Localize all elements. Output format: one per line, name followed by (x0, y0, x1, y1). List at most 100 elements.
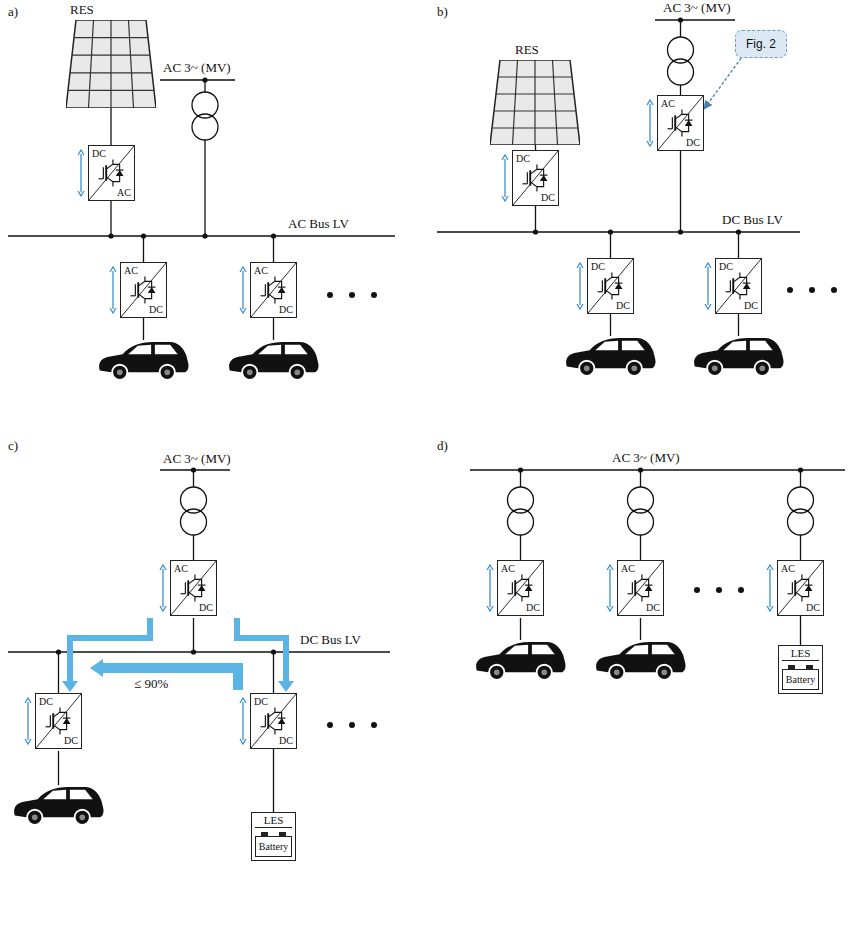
diagram-label: DC Bus LV (722, 212, 783, 227)
power-direction-arrow (489, 569, 490, 607)
converter-box: AC DC (120, 262, 167, 318)
power-direction-arrow (769, 569, 770, 607)
port-label: DC (516, 153, 530, 164)
connector (800, 616, 801, 645)
port-label: AC (661, 98, 675, 109)
converter-box: ACDC (777, 560, 824, 616)
arrowhead (705, 263, 711, 268)
power-direction-arrow (707, 267, 708, 305)
diagram-label: d) (437, 438, 448, 453)
converter-box: DC DC (250, 693, 297, 749)
arrowhead (110, 267, 116, 272)
power-direction-arrow (609, 569, 610, 607)
port-label: AC (117, 187, 131, 198)
power-direction-arrow (579, 267, 580, 305)
port-label: DC (541, 192, 555, 203)
power-direction-arrow (242, 702, 243, 740)
power-direction-arrow (242, 271, 243, 309)
diagram-label: RES (70, 2, 94, 17)
diagram-label: a) (8, 4, 18, 19)
port-label: DC (616, 300, 630, 311)
port-label: DC (719, 261, 733, 272)
diagram-label: AC 3~ (MV) (163, 451, 231, 466)
port-label: DC (279, 304, 293, 315)
port-label: DC (39, 696, 53, 707)
arrowhead (110, 308, 116, 313)
diagram-label: ≤ 90% (134, 676, 168, 691)
battery-label: Battery (255, 836, 292, 857)
converter-box: DC DC (587, 258, 634, 314)
port-label: DC (526, 602, 540, 613)
connector (273, 749, 274, 812)
callout-box: Fig. 2 (735, 30, 787, 58)
arrowhead (577, 263, 583, 268)
battery-text: Battery (259, 841, 288, 852)
diagram-label: AC Bus LV (288, 216, 349, 231)
arrowhead (240, 308, 246, 313)
arrowhead (78, 191, 84, 196)
port-label: DC (64, 735, 78, 746)
converter-box: ACDC (657, 95, 704, 151)
converter-box: DC DC (35, 693, 82, 749)
port-label: DC (254, 696, 268, 707)
storage-heading: LES (255, 813, 292, 828)
callout-text: Fig. 2 (746, 37, 776, 51)
connector (704, 58, 741, 109)
arrowhead (607, 565, 613, 570)
converter-box: DCAC (88, 145, 135, 201)
battery-terminal (788, 665, 795, 669)
storage-box: LES Battery (251, 812, 296, 861)
arrowhead (767, 565, 773, 570)
diagram-label: AC 3~ (MV) (612, 450, 680, 465)
diagram-label: b) (437, 4, 448, 19)
arrowhead (240, 267, 246, 272)
arrowhead (78, 150, 84, 155)
port-label: DC (199, 602, 213, 613)
arrowhead (25, 698, 31, 703)
converter-box: DC DC (715, 258, 762, 314)
arrowhead (705, 304, 711, 309)
diagram-label: c) (8, 438, 18, 453)
port-label: AC (254, 265, 268, 276)
port-label: AC (781, 563, 795, 574)
arrowhead (25, 739, 31, 744)
battery-terminal (261, 832, 268, 836)
power-direction-arrow (27, 702, 28, 740)
port-label: DC (279, 735, 293, 746)
battery-terminal (279, 832, 286, 836)
storage-box: LES Battery (778, 645, 823, 694)
battery-text: Battery (786, 674, 815, 685)
power-direction-arrow (504, 159, 505, 197)
port-label: DC (591, 261, 605, 272)
arrowhead (240, 698, 246, 703)
converter-box: AC DC (250, 262, 297, 318)
diagram-label: DC Bus LV (300, 632, 361, 647)
converter-box: AC DC (497, 560, 544, 616)
power-direction-arrow (162, 569, 163, 607)
arrowhead (647, 100, 653, 105)
storage-heading: LES (782, 646, 819, 661)
arrowhead (160, 606, 166, 611)
diagram-label: RES (515, 42, 539, 57)
diagram-label: AC 3~ (MV) (163, 60, 231, 75)
arrowhead (607, 606, 613, 611)
arrowhead (647, 141, 653, 146)
converter-box: DC DC (512, 150, 559, 206)
power-direction-arrow (649, 104, 650, 142)
arrowhead (502, 196, 508, 201)
converter-box: ACDC (617, 560, 664, 616)
arrowhead (487, 606, 493, 611)
port-label: AC (124, 265, 138, 276)
arrowhead (240, 739, 246, 744)
arrowhead (160, 565, 166, 570)
port-label: DC (744, 300, 758, 311)
arrowhead (502, 155, 508, 160)
port-label: DC (646, 602, 660, 613)
converter-box: ACDC (170, 560, 217, 616)
arrowhead (487, 565, 493, 570)
power-direction-arrow (80, 154, 81, 192)
port-label: DC (149, 304, 163, 315)
port-label: AC (501, 563, 515, 574)
